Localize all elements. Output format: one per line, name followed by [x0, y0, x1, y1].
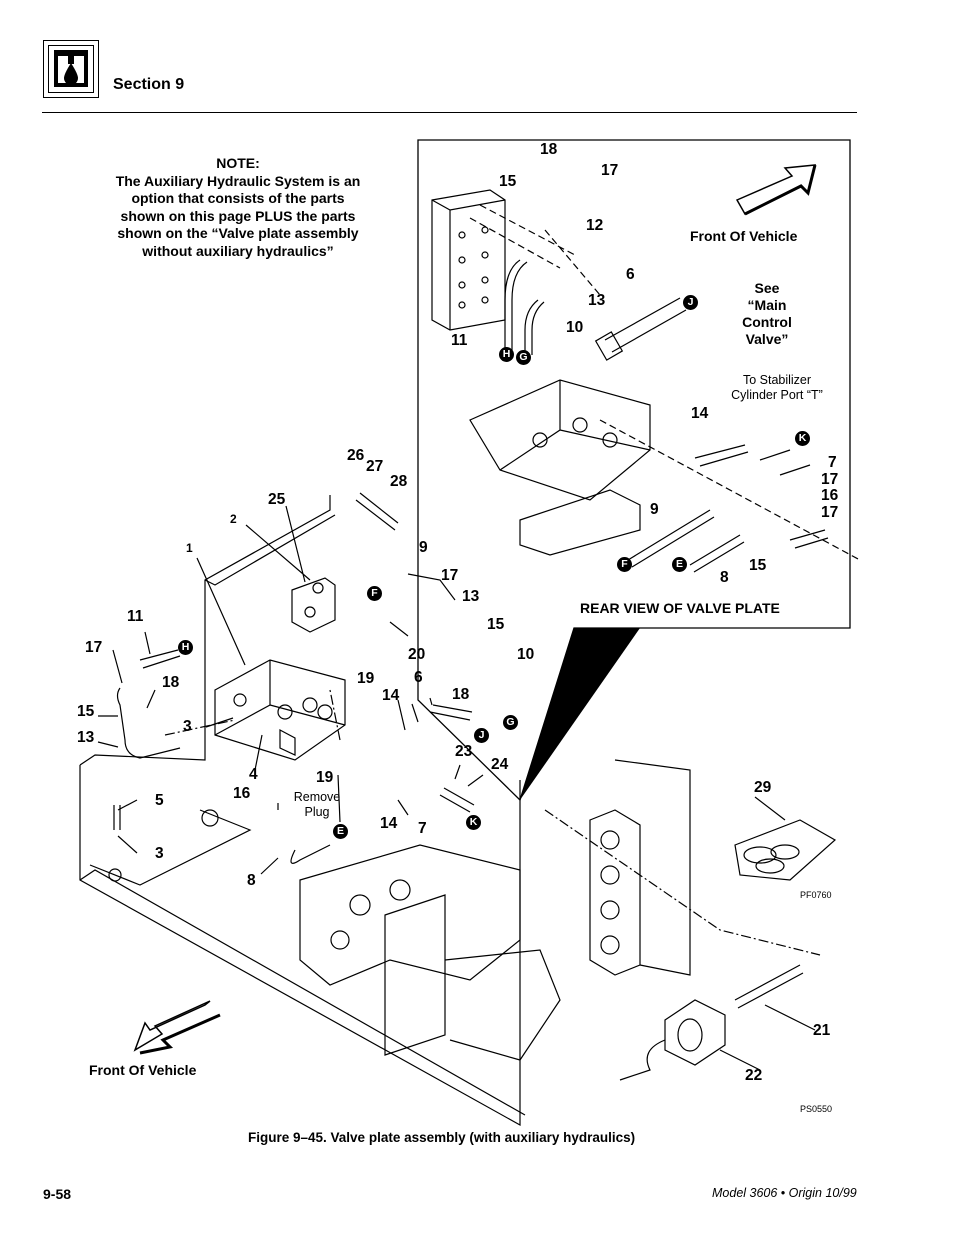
callout-number: 4: [249, 766, 258, 783]
note-line: without auxiliary hydraulics”: [142, 242, 334, 259]
connection-badge: G: [503, 715, 518, 730]
callout-number: 7: [828, 454, 837, 471]
front-of-vehicle-label: Front Of Vehicle: [690, 228, 798, 244]
callout-number: 15: [77, 703, 95, 720]
callout-number: 10: [566, 319, 584, 336]
inset-title: REAR VIEW OF VALVE PLATE: [580, 600, 780, 616]
connection-badge: H: [178, 640, 193, 655]
note-line: option that consists of the parts: [131, 190, 345, 206]
connection-badge: F: [367, 586, 382, 601]
remove-plug-note: Remove Plug: [287, 790, 347, 820]
connection-badge: J: [474, 728, 489, 743]
callout-number: 10: [517, 646, 535, 663]
callout-number: 19: [316, 769, 334, 786]
see-main-control-valve-note: See “Main Control Valve”: [722, 280, 812, 348]
callout-number: 25: [268, 491, 286, 508]
callout-number: 5: [155, 792, 164, 809]
callout-number: 15: [487, 616, 505, 633]
front-of-vehicle-label: Front Of Vehicle: [89, 1062, 197, 1078]
callout-number: 18: [162, 674, 180, 691]
note-line: See: [754, 280, 780, 296]
section-logo: [43, 40, 99, 98]
callout-number: 18: [452, 686, 470, 703]
connection-badge: E: [333, 824, 348, 839]
note-line: Control: [742, 314, 792, 330]
callout-number: 13: [462, 588, 480, 605]
figure-code: PF0760: [800, 890, 832, 900]
callout-number: 1: [186, 541, 193, 555]
callout-number: 18: [540, 141, 558, 158]
callout-number: 12: [586, 217, 604, 234]
callout-number: 17: [821, 504, 839, 521]
header-rule: [42, 112, 857, 113]
note-line: Cylinder Port “T”: [731, 388, 823, 402]
callout-number: 17: [85, 639, 103, 656]
callout-number: 7: [418, 820, 427, 837]
page-number: 9-58: [43, 1186, 72, 1202]
note-line: NOTE:: [216, 155, 260, 171]
callout-number: 13: [77, 729, 95, 746]
callout-number: 20: [408, 646, 426, 663]
connection-badge: J: [683, 295, 698, 310]
callout-number: 29: [754, 779, 772, 796]
callout-number: 3: [183, 718, 192, 735]
callout-number: 11: [451, 332, 468, 349]
callout-number: 23: [455, 743, 473, 760]
section-title: Section 9: [113, 76, 185, 93]
hydraulic-drop-icon: [54, 50, 88, 87]
callout-number: 14: [382, 687, 400, 704]
callout-number: 27: [366, 458, 384, 475]
callout-number: 8: [720, 569, 729, 586]
callout-number: 24: [491, 756, 509, 773]
note-line: “Main: [747, 297, 787, 313]
figure-code: PS0550: [800, 1104, 833, 1114]
callout-number: 13: [588, 292, 606, 309]
note-line: shown on the “Valve plate assembly: [117, 225, 359, 241]
callout-number: 14: [380, 815, 398, 832]
callout-number: 17: [821, 471, 839, 488]
callout-number: 6: [414, 669, 423, 686]
connection-badge: K: [795, 431, 810, 446]
model-origin: Model 3606 • Origin 10/99: [712, 1186, 857, 1200]
callout-number: 6: [626, 266, 635, 283]
stabilizer-port-note: To Stabilizer Cylinder Port “T”: [722, 373, 832, 403]
note-block: NOTE: The Auxiliary Hydraulic System is …: [88, 155, 388, 260]
callout-number: 3: [155, 845, 164, 862]
callout-number: 17: [441, 567, 459, 584]
callout-number: 22: [745, 1067, 763, 1084]
note-line: The Auxiliary Hydraulic System is an: [115, 172, 361, 189]
callout-number: 8: [247, 872, 256, 889]
connection-badge: G: [516, 350, 531, 365]
callout-number: 21: [813, 1022, 831, 1039]
callout-number: 9: [419, 539, 428, 556]
callout-number: 11: [127, 608, 144, 625]
note-line: Plug: [304, 805, 330, 819]
callout-number: 19: [357, 670, 375, 687]
note-line: shown on this page PLUS the parts: [120, 207, 356, 224]
callout-number: 26: [347, 447, 365, 464]
callout-number: 15: [499, 173, 517, 190]
figure-caption: Figure 9–45. Valve plate assembly (with …: [248, 1130, 636, 1145]
callout-number: 14: [691, 405, 709, 422]
connection-badge: F: [617, 557, 632, 572]
note-line: Remove: [293, 790, 341, 804]
callout-number: 16: [821, 487, 839, 504]
note-line: To Stabilizer: [742, 373, 812, 387]
connection-badge: K: [466, 815, 481, 830]
callout-number: 16: [233, 785, 251, 802]
connection-badge: H: [499, 347, 514, 362]
callout-number: 15: [749, 557, 767, 574]
note-line: Valve”: [745, 331, 789, 347]
callout-number: 2: [230, 512, 237, 526]
callout-number: 9: [650, 501, 659, 518]
callout-number: 17: [601, 162, 619, 179]
callout-number: 28: [390, 473, 408, 490]
connection-badge: E: [672, 557, 687, 572]
